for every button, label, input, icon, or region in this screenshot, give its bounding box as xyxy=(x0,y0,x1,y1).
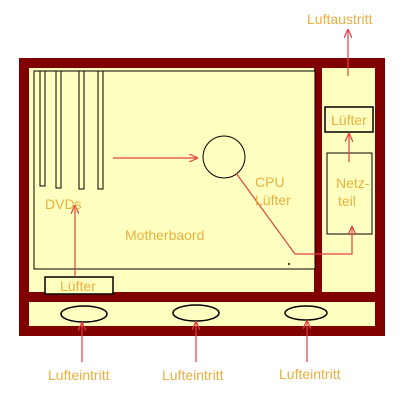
label-cpu: CPU xyxy=(255,174,285,190)
label-psu-line1: Netz- xyxy=(336,175,370,191)
intake-vent-left xyxy=(60,305,108,323)
label-front-fan: Lüfter xyxy=(60,278,96,294)
dvd-slot xyxy=(55,70,62,189)
dvd-slot xyxy=(97,70,104,190)
arrow-cpu-to-psu xyxy=(235,172,352,255)
cpu-fan xyxy=(202,135,246,179)
intake-vent-right xyxy=(284,305,328,321)
label-intake-left: Lufteintritt xyxy=(48,367,110,383)
label-cpu-fan: Lüfter xyxy=(255,192,291,208)
label-psu-line2: teil xyxy=(338,193,356,209)
label-motherboard: Motherbaord xyxy=(125,227,204,243)
psu-fan xyxy=(324,106,374,133)
label-psu-fan: Lüfter xyxy=(331,112,367,128)
label-intake-right: Lufteintritt xyxy=(279,366,341,382)
intake-vent-center xyxy=(172,304,220,322)
label-dvds: DVDs xyxy=(45,196,82,212)
dvd-slot xyxy=(39,70,46,187)
label-outlet: Luftaustritt xyxy=(307,11,372,27)
label-intake-center: Lufteintritt xyxy=(162,367,224,383)
dvd-slot xyxy=(78,70,85,190)
front-fan xyxy=(44,276,114,295)
board-dot xyxy=(288,263,290,265)
